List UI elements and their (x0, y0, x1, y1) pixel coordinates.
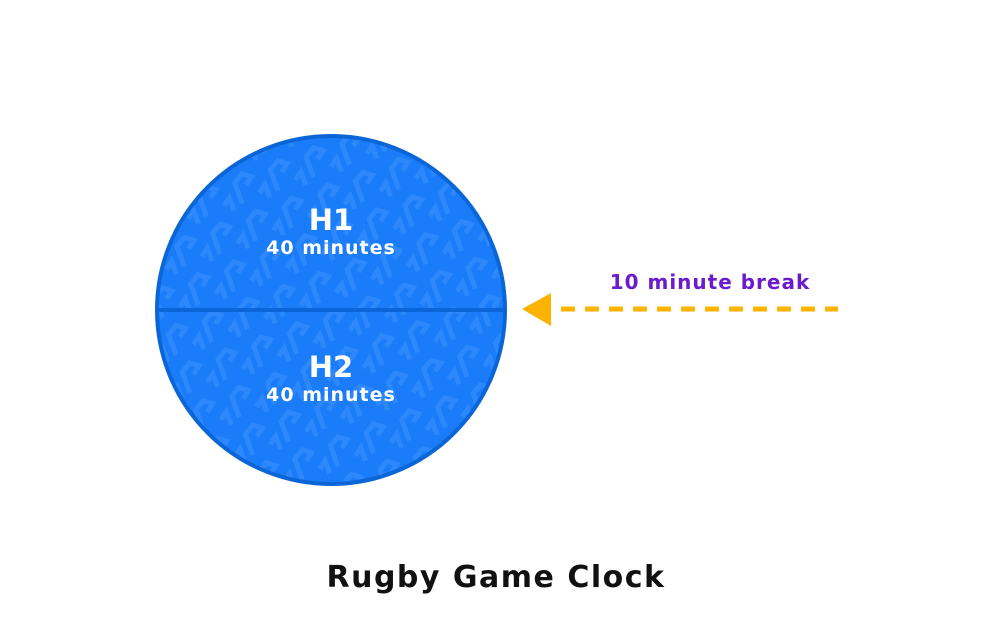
half-2-label: H2 (308, 350, 354, 384)
half-2-duration: 40 minutes (266, 384, 396, 406)
diagram-title: Rugby Game Clock (326, 560, 666, 595)
half-1-duration: 40 minutes (266, 237, 396, 259)
arrow-head-icon (522, 293, 551, 326)
break-label: 10 minute break (609, 270, 811, 294)
half-1-label: H1 (308, 203, 354, 237)
